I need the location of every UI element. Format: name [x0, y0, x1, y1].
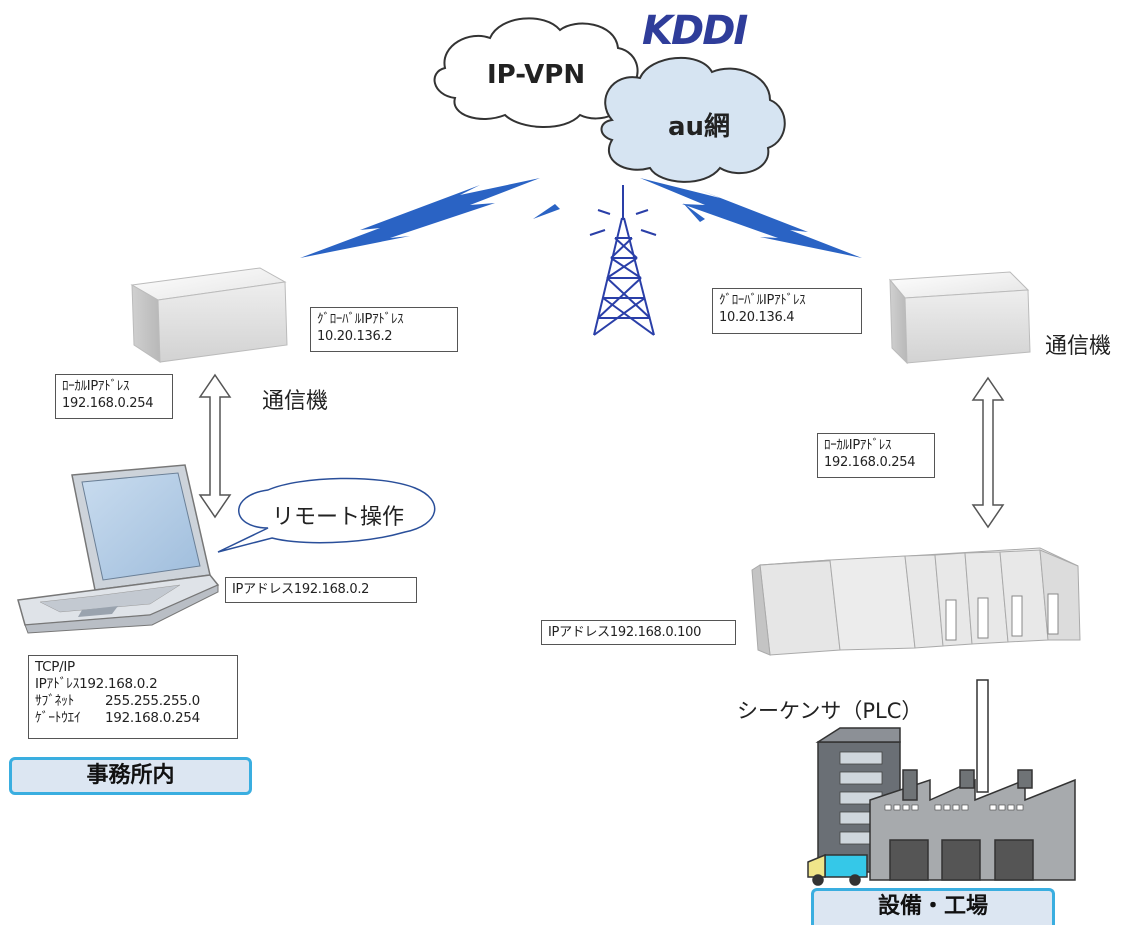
- tcp-subnet-label: ｻﾌﾞﾈｯﾄ: [35, 693, 74, 709]
- right-global-ip-label: ｸﾞﾛｰﾊﾞﾙIPｱﾄﾞﾚｽ: [719, 293, 806, 308]
- right-global-ip-box: ｸﾞﾛｰﾊﾞﾙIPｱﾄﾞﾚｽ 10.20.136.4: [712, 288, 862, 334]
- left-local-ip-label: ﾛｰｶﾙIPｱﾄﾞﾚｽ: [62, 379, 130, 394]
- tcp-gateway-label: ｹﾞｰﾄｳｴｲ: [35, 710, 81, 726]
- factory-site-tag: 設備・工場: [811, 888, 1055, 925]
- pc-ip-value: IPアドレス192.168.0.2: [232, 582, 370, 597]
- au-network-cloud-shape: [600, 56, 786, 183]
- right-local-ip-value: 192.168.0.254: [824, 455, 916, 470]
- ip-vpn-cloud-label: IP-VPN: [487, 60, 586, 90]
- tcp-subnet-value: 255.255.255.0: [105, 693, 200, 709]
- plc-ip-value: IPアドレス192.168.0.100: [548, 625, 702, 640]
- right-local-ip-box: ﾛｰｶﾙIPｱﾄﾞﾚｽ 192.168.0.254: [817, 433, 935, 478]
- left-global-ip-label: ｸﾞﾛｰﾊﾞﾙIPｱﾄﾞﾚｽ: [317, 312, 404, 327]
- tcp-ip-address-text: IPｱﾄﾞﾚｽ192.168.0.2: [35, 676, 158, 692]
- right-local-ip-label: ﾛｰｶﾙIPｱﾄﾞﾚｽ: [824, 438, 892, 453]
- plc-cable: [976, 679, 989, 793]
- pc-ip-box: IPアドレス192.168.0.2: [225, 577, 417, 603]
- radio-tower-icon: [589, 185, 657, 336]
- left-double-arrow: [198, 373, 232, 519]
- left-global-ip-value: 10.20.136.2: [317, 329, 393, 344]
- right-device-label: 通信機: [1045, 334, 1112, 359]
- tcp-gateway-value: 192.168.0.254: [105, 710, 200, 726]
- plc-label: シーケンサ（PLC）: [737, 699, 923, 723]
- tcp-settings-box: TCP/IP IPｱﾄﾞﾚｽ192.168.0.2 ｻﾌﾞﾈｯﾄ 255.255.…: [28, 655, 238, 739]
- plc-ip-box: IPアドレス192.168.0.100: [541, 620, 736, 645]
- right-double-arrow: [971, 376, 1005, 529]
- tcp-protocol-text: TCP/IP: [35, 659, 75, 675]
- right-communication-device-icon: [888, 271, 1031, 365]
- radio-waves: [300, 178, 862, 258]
- right-global-ip-value: 10.20.136.4: [719, 310, 795, 325]
- kddi-logo: KDDI: [642, 8, 748, 54]
- factory-icon: [807, 727, 1076, 886]
- au-network-cloud-label: au網: [668, 112, 731, 142]
- office-site-tag: 事務所内: [9, 757, 252, 795]
- remote-operation-bubble-text: リモート操作: [272, 505, 405, 530]
- left-device-label: 通信機: [262, 389, 329, 414]
- laptop-icon: [17, 464, 220, 634]
- left-local-ip-value: 192.168.0.254: [62, 396, 154, 411]
- plc-sequencer-icon: [751, 547, 1081, 656]
- left-local-ip-box: ﾛｰｶﾙIPｱﾄﾞﾚｽ 192.168.0.254: [55, 374, 173, 419]
- left-global-ip-box: ｸﾞﾛｰﾊﾞﾙIPｱﾄﾞﾚｽ 10.20.136.2: [310, 307, 458, 352]
- left-communication-device-icon: [130, 267, 288, 363]
- speech-bubble-shape: [217, 477, 436, 553]
